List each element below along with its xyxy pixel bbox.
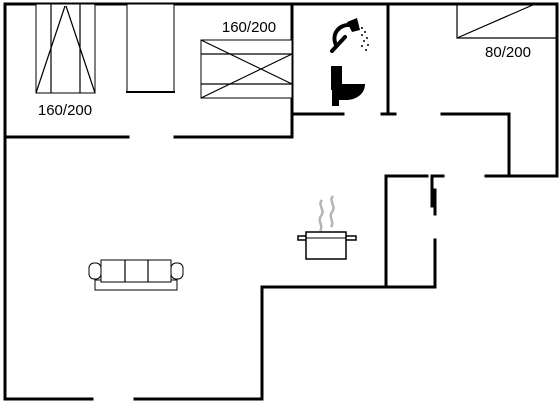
bed (200, 39, 293, 99)
kitchen-partition-wall (384, 174, 429, 289)
shower-icon (330, 18, 369, 53)
middle-bedroom: 160/200 (200, 19, 293, 99)
bed-size-label-middle: 160/200 (222, 19, 276, 36)
toilet-icon (330, 66, 365, 106)
bed-size-label-left: 160/200 (38, 102, 92, 119)
side-cabinet (126, 3, 175, 93)
left-bedroom: 160/200 (35, 3, 175, 119)
bathroom (330, 18, 369, 106)
cooking-pot-icon (297, 195, 357, 260)
right-bedroom: 80/200 (456, 3, 557, 61)
right-bedroom-bottom-wall (440, 112, 511, 178)
wall-notch-cap (430, 174, 445, 208)
walls (3, 2, 559, 401)
sofa-icon (88, 259, 184, 291)
outer-wall-right (484, 2, 559, 178)
bed-size-label-right: 80/200 (485, 44, 531, 61)
single-bed (456, 3, 557, 39)
outer-wall-bottom-right (133, 238, 437, 401)
wardrobe (35, 3, 96, 94)
